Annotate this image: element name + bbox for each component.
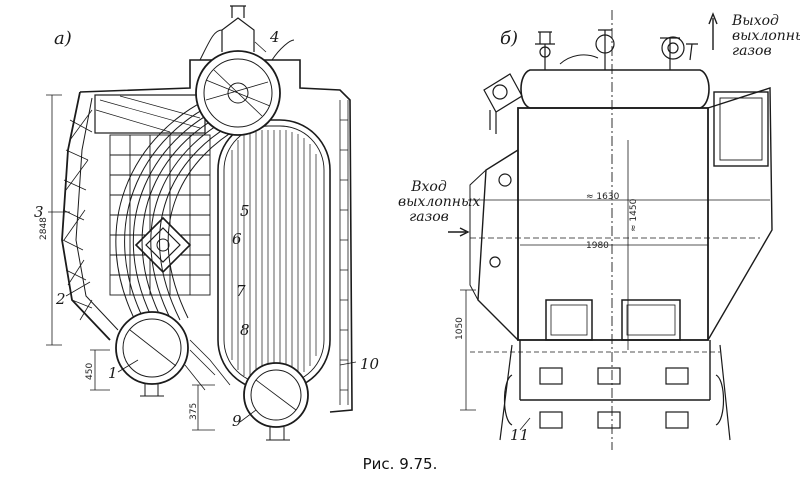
dim-b-width-mid: 1980 [586,241,609,251]
boiler-section-view [46,5,357,441]
gauge-cluster [483,73,523,134]
top-fittings [535,29,698,70]
callout-1: 1 [108,364,118,382]
callout-8: 8 [240,321,250,339]
callout-9: 9 [232,412,242,430]
upper-drum [195,5,295,136]
callout-3: 3 [34,203,44,221]
panel-label-b: б) [500,28,519,49]
burner-port [134,216,192,274]
callout-7: 7 [236,282,246,300]
panel-label-a: а) [54,28,72,49]
vertical-tube-bank [217,119,331,391]
callout-5: 5 [240,202,250,220]
callout-11: 11 [510,426,530,444]
support-feet [539,367,689,429]
dim-a-lower: 450 [85,362,95,380]
exhaust-in-annotation: Вход выхлопных газов [398,179,481,225]
callout-2: 2 [56,290,66,308]
boiler-front-view [448,10,773,450]
exhaust-out-annotation: Выход выхлопных газов [732,13,800,59]
callout-4: 4 [270,28,280,46]
callout-6: 6 [232,230,242,248]
dim-b-lower: 1050 [455,317,465,340]
dim-a-height: 2848 [39,217,49,240]
dim-a-bottom: 375 [189,402,199,420]
lower-right-drum [243,362,309,441]
figure-caption: Рис. 9.75. [362,455,438,473]
lower-left-drum [115,311,189,397]
dim-b-height: ≈ 1450 [629,198,639,232]
dim-b-width-top: ≈ 1630 [586,192,620,202]
callout-10: 10 [360,355,380,373]
